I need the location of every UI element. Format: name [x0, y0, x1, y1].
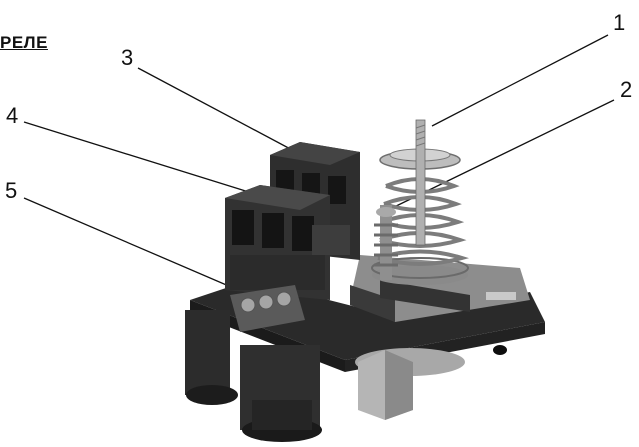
callout-4: 4 [6, 103, 19, 128]
callout-1: 1 [613, 10, 626, 35]
leader-line-5 [23, 197, 253, 297]
bottom-fitting [355, 348, 465, 420]
section-heading: РЕЛЕ [0, 33, 48, 52]
leader-line-1 [431, 34, 609, 127]
callout-2: 2 [620, 77, 633, 102]
contact-screws [230, 285, 305, 332]
differential-screw [374, 205, 398, 280]
callout-5: 5 [5, 178, 18, 203]
leader-line-4 [23, 121, 253, 194]
leader-line-3 [137, 67, 297, 153]
terminal-block-front [225, 185, 350, 300]
callout-3: 3 [121, 45, 134, 70]
leader-lines [23, 34, 615, 297]
cable-glands [185, 310, 322, 442]
main-adjustment-screw [415, 119, 426, 246]
